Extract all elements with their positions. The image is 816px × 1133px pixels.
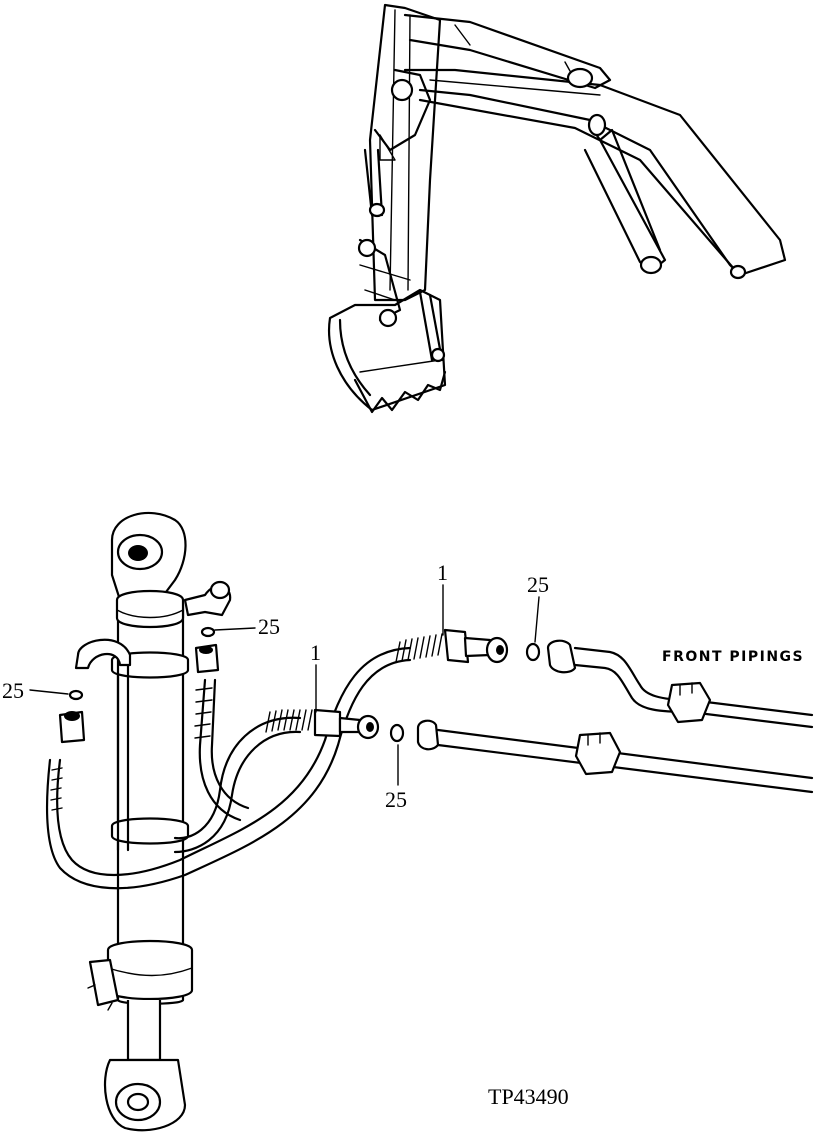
front-pipings (416, 639, 814, 794)
hose-armor-upper (395, 628, 509, 664)
figure-id: TP43490 (488, 1084, 569, 1109)
callout-oring-cylinder-top: 25 (258, 614, 280, 639)
callout-hose-upper: 1 (437, 560, 448, 585)
hose-armor-lower (265, 708, 380, 740)
o-rings (68, 626, 541, 743)
callout-hose-lower: 1 (310, 640, 321, 665)
callout-oring-upper-right: 25 (527, 572, 549, 597)
callout-oring-lower-right: 25 (385, 787, 407, 812)
callout-oring-cylinder-left: 25 (2, 678, 24, 703)
hydraulic-cylinder (74, 511, 232, 1132)
hose-assemblies (45, 628, 509, 890)
front-pipings-label: FRONT PIPINGS (662, 649, 804, 665)
excavator-front-attachment-illustration (328, 3, 787, 414)
leader-lines (29, 584, 540, 786)
